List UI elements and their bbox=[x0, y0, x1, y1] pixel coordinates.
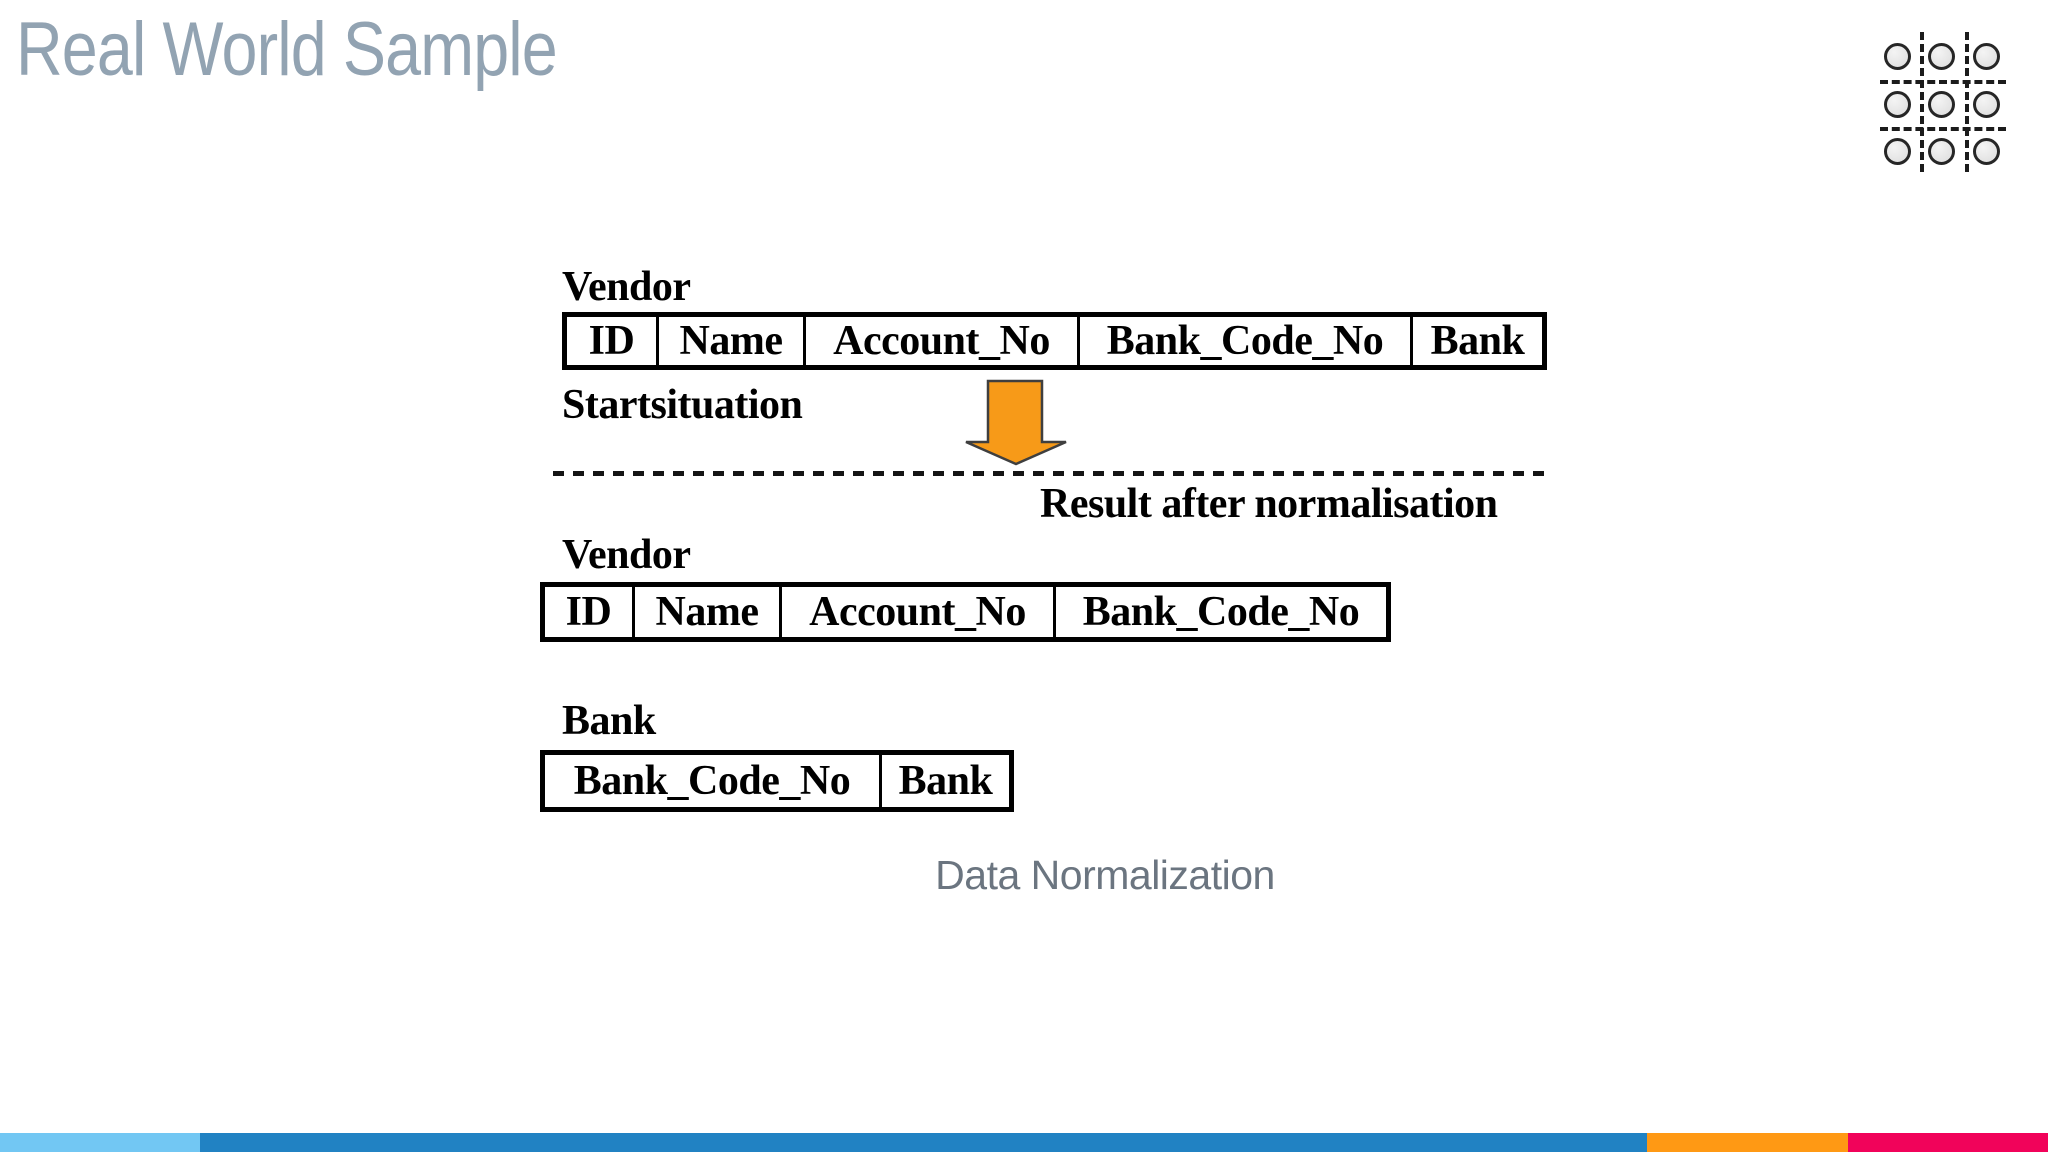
circle-dot-icon bbox=[1884, 138, 1911, 165]
grid-line-vertical bbox=[1920, 32, 1924, 172]
column-header-cell: Bank_Code_No bbox=[545, 755, 882, 807]
result-label: Result after normalisation bbox=[1040, 481, 1498, 527]
column-header-cell: Bank bbox=[898, 758, 993, 804]
table-title-vendor-start: Vendor bbox=[562, 264, 691, 310]
circle-dot-icon bbox=[1973, 43, 2000, 70]
circle-dot-icon bbox=[1928, 91, 1955, 118]
dashed-divider-line bbox=[553, 471, 1545, 476]
slide-caption: Data Normalization bbox=[935, 852, 1275, 898]
vendor-table-start: ID Name Account_No Bank_Code_No Bank bbox=[562, 312, 1547, 370]
circle-dot-icon bbox=[1928, 43, 1955, 70]
circle-dot-icon bbox=[1973, 91, 2000, 118]
page-title: Real World Sample bbox=[16, 7, 558, 92]
grid-line-horizontal bbox=[1880, 80, 2006, 84]
column-header-cell: Name bbox=[659, 317, 806, 365]
start-situation-label: Startsituation bbox=[562, 382, 803, 428]
column-header-cell: Account_No bbox=[806, 317, 1080, 365]
footer-segment-pink bbox=[1848, 1133, 2048, 1152]
table-title-bank: Bank bbox=[562, 698, 656, 744]
column-header-cell: Name bbox=[635, 587, 782, 637]
circle-dot-icon bbox=[1884, 91, 1911, 118]
footer-stripe bbox=[0, 1133, 2048, 1152]
down-arrow-icon bbox=[965, 379, 1067, 466]
circle-dot-icon bbox=[1884, 43, 1911, 70]
column-header-cell: Bank_Code_No bbox=[1082, 589, 1360, 635]
column-header-cell: Account_No bbox=[782, 587, 1056, 637]
vendor-table-result: ID Name Account_No Bank_Code_No bbox=[540, 582, 1391, 642]
circle-dot-icon bbox=[1973, 138, 2000, 165]
grid-line-vertical bbox=[1965, 32, 1969, 172]
bank-table: Bank_Code_No Bank bbox=[540, 750, 1014, 812]
column-header-cell: Bank_Code_No bbox=[1080, 317, 1413, 365]
footer-segment-blue bbox=[200, 1133, 1647, 1152]
column-header-cell: Bank bbox=[1430, 318, 1525, 364]
table-title-vendor-result: Vendor bbox=[562, 532, 691, 578]
footer-segment-orange bbox=[1647, 1133, 1848, 1152]
column-header-cell: ID bbox=[545, 587, 635, 637]
column-header-cell: ID bbox=[567, 317, 659, 365]
footer-segment-light-blue bbox=[0, 1133, 200, 1152]
dot-grid-icon bbox=[1880, 32, 2006, 172]
circle-dot-icon bbox=[1928, 138, 1955, 165]
grid-line-horizontal bbox=[1880, 127, 2006, 131]
